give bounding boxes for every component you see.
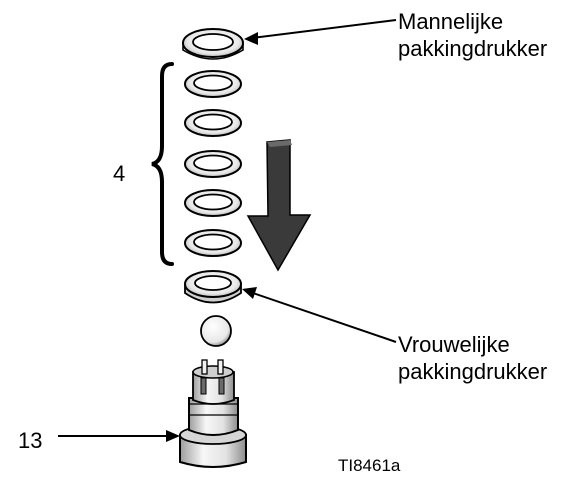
ball	[200, 315, 232, 347]
packing-ring-2	[184, 109, 242, 137]
male-packing-adapter	[182, 28, 244, 60]
leader-line-male	[244, 19, 397, 45]
leader-line-13	[58, 430, 180, 442]
packing-count-label: 4	[113, 161, 126, 186]
female-adapter-label-line2: pakkingdrukker	[398, 359, 548, 384]
throat-cylinder	[179, 359, 247, 468]
female-packing-adapter	[184, 270, 242, 304]
male-packing-adapter-label: Mannelijke pakkingdrukker	[398, 8, 547, 62]
female-adapter-label-line1: Vrouwelijke	[398, 332, 510, 357]
figure-id-label: TI8461a	[338, 456, 401, 475]
packings-brace	[151, 62, 174, 266]
leader-line-female	[242, 287, 397, 343]
packing-ring-1	[184, 70, 242, 98]
down-arrow-icon	[246, 139, 312, 272]
packing-ring-4	[184, 189, 242, 217]
female-packing-adapter-label: Vrouwelijke pakkingdrukker	[398, 331, 547, 385]
packing-ring-3	[184, 150, 242, 178]
male-adapter-label-line2: pakkingdrukker	[398, 36, 548, 61]
male-adapter-label-line1: Mannelijke	[398, 9, 504, 34]
part-number-label: 13	[18, 428, 43, 453]
packing-ring-5	[184, 229, 242, 257]
